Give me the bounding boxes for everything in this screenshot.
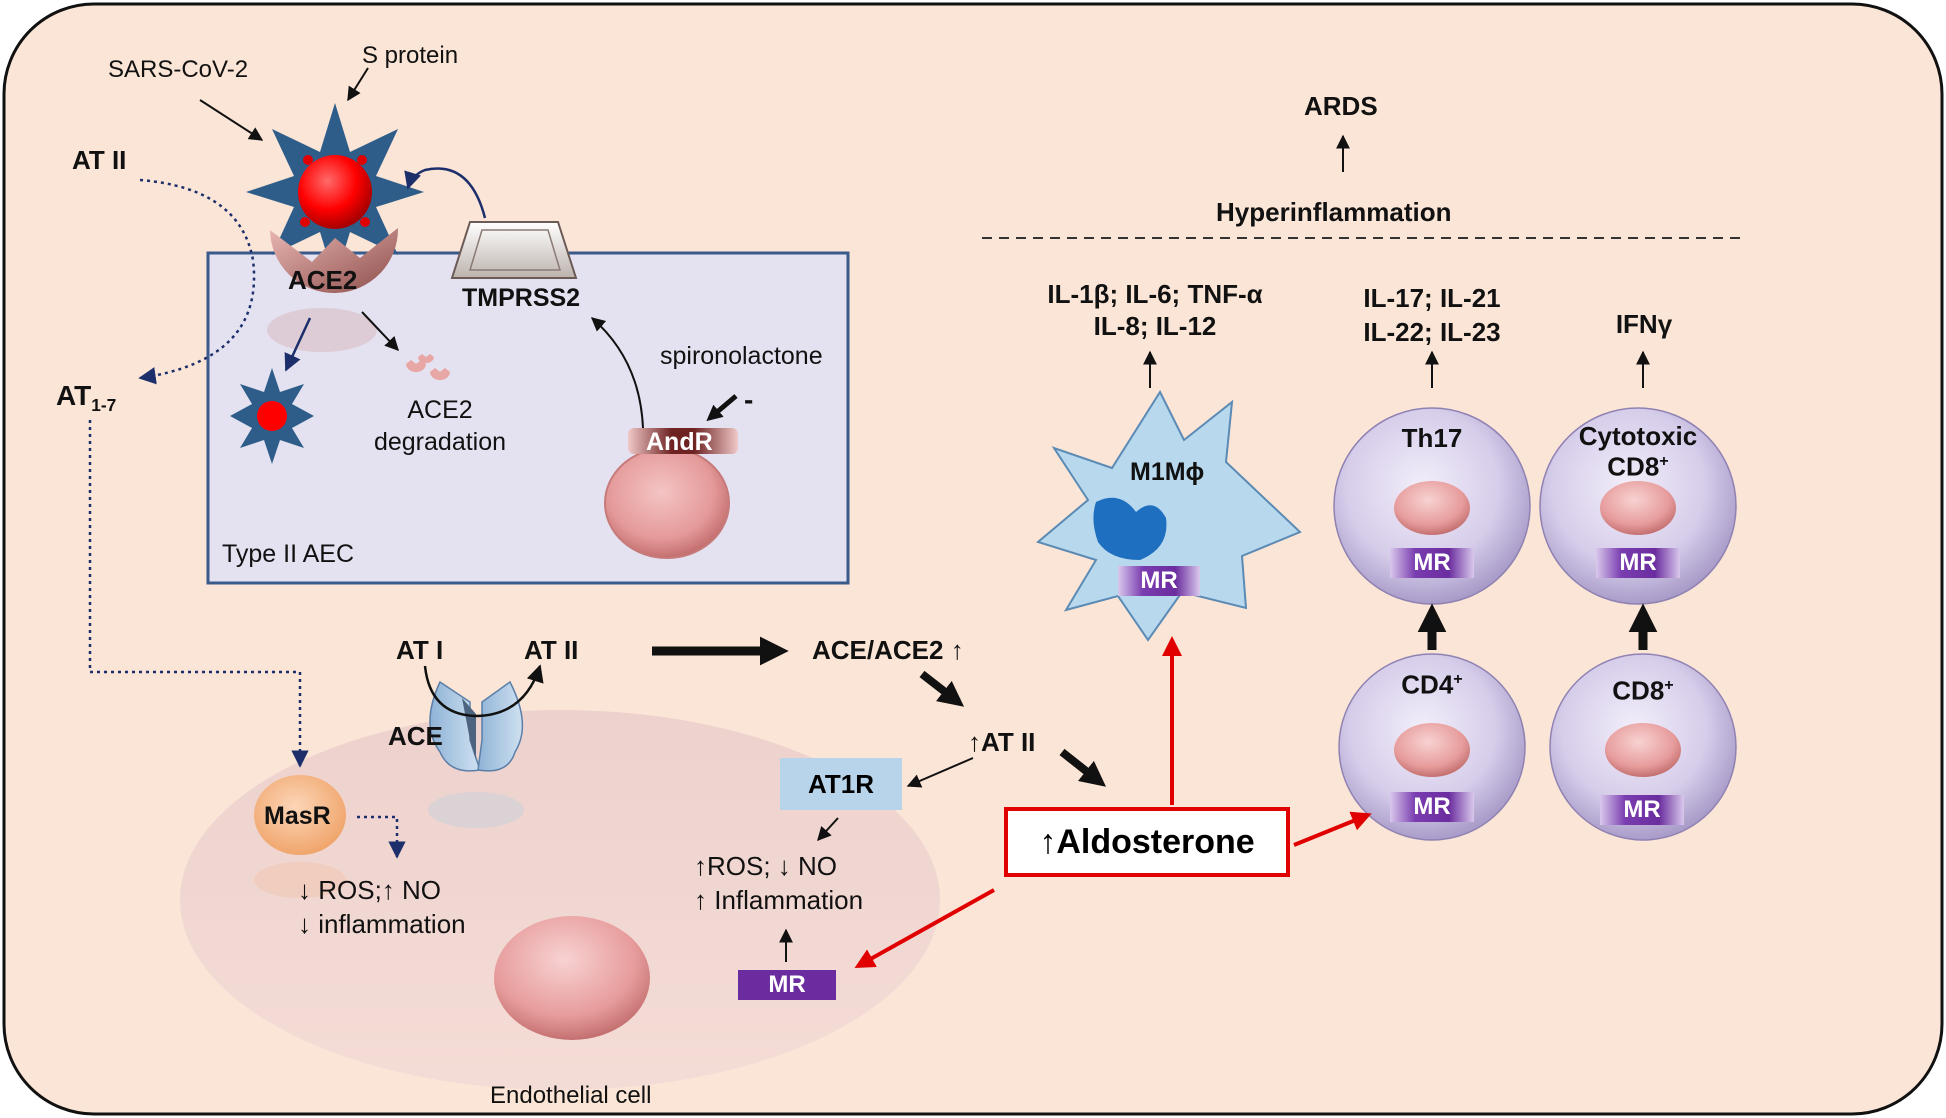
label-m1-cytokines-1: IL-1β; IL-6; TNF-α — [1047, 279, 1263, 309]
label-ards: ARDS — [1304, 91, 1378, 121]
th17-cell — [1333, 407, 1531, 605]
label-cd8-plus: + — [1664, 676, 1674, 694]
mr-tag-cytotoxic: MR — [1596, 548, 1680, 578]
label-at17: AT1-7 — [56, 380, 116, 416]
label-at1r-effects-2: ↑ Inflammation — [694, 885, 864, 915]
label-at17-sub: 1-7 — [91, 395, 117, 416]
mr-tag-cd4: MR — [1390, 792, 1474, 822]
label-sars-cov-2: SARS-CoV-2 — [108, 56, 249, 83]
arrow-ace2-to-virus — [284, 317, 312, 372]
arrow-spironolactone-inhibit — [706, 394, 738, 422]
label-m1-macrophage: M1Mϕ — [1130, 458, 1205, 486]
endothelial-nucleus — [494, 916, 650, 1040]
label-cd4-plus: + — [1453, 670, 1463, 688]
arrow-at2-to-at17 — [138, 178, 256, 385]
virus-icon — [246, 103, 424, 281]
label-ace2-degradation-2: degradation — [373, 428, 507, 456]
arrow-aldosterone-to-cd4 — [1293, 811, 1372, 847]
label-at1: AT I — [396, 635, 444, 665]
mr-tag-endothelial: MR — [738, 970, 836, 1000]
label-cd4: CD4+ — [1372, 670, 1492, 701]
cd8-cell — [1549, 653, 1737, 841]
label-masr-effects-2: ↓ inflammation — [298, 909, 466, 939]
mr-tag-cd8: MR — [1600, 795, 1684, 825]
label-spironolactone: spironolactone — [660, 342, 823, 370]
label-type2-aec: Type II AEC — [222, 540, 355, 568]
label-at2-left: AT II — [72, 145, 127, 175]
label-cytotoxic-2: CD8+ — [1562, 452, 1714, 483]
label-cd8: CD8+ — [1583, 676, 1703, 707]
label-th17-cytokines-2: IL-22; IL-23 — [1363, 317, 1501, 347]
ace2-receptor-icon — [267, 228, 399, 352]
arrow-tmprss2-to-spike — [404, 167, 487, 219]
label-masr: MasR — [264, 802, 331, 830]
label-ace2-degradation-1: ACE2 — [407, 396, 473, 424]
label-th17-cytokines-1: IL-17; IL-21 — [1363, 283, 1501, 313]
label-ace: ACE — [388, 721, 443, 751]
label-cytotoxic-1: Cytotoxic — [1578, 421, 1698, 451]
arrow-sars-to-virus — [199, 99, 264, 141]
label-masr-effects-1: ↓ ROS;↑ NO — [298, 875, 442, 905]
label-tmprss2: TMPRSS2 — [462, 284, 581, 312]
arrow-andr-to-tmprss2 — [590, 317, 644, 429]
label-at2-up: ↑AT II — [968, 727, 1036, 757]
aldosterone-box: ↑Aldosterone — [1004, 807, 1290, 877]
arrow-aldosterone-to-mr — [854, 888, 995, 968]
label-s-protein: S protein — [362, 42, 459, 69]
arrow-ace-ace2-to-at2 — [919, 670, 965, 707]
small-virus-icon — [230, 368, 314, 464]
cytotoxic-cell — [1539, 407, 1737, 605]
label-minus: - — [744, 384, 754, 415]
arrow-at1-to-at2 — [423, 664, 544, 718]
label-cd8-cytotoxic: CD8 — [1607, 451, 1660, 482]
label-ace-ace2: ACE/ACE2 ↑ — [812, 635, 964, 665]
masr-receptor — [254, 775, 346, 855]
andr-cell-icon — [604, 428, 738, 559]
tmprss2-icon — [450, 221, 578, 279]
arrow-at17-to-masr — [88, 420, 309, 768]
mr-tag-th17: MR — [1390, 548, 1474, 578]
label-cd8-text: CD8 — [1612, 675, 1665, 706]
arrow-at1r-to-effects — [817, 817, 839, 842]
mr-tag-macrophage: MR — [1118, 566, 1200, 596]
arrow-ace2-to-degradation — [361, 311, 399, 352]
at1r-receptor: AT1R — [780, 758, 902, 810]
arrow-at2-to-at1r — [906, 757, 974, 788]
type2-aec-box — [206, 251, 850, 585]
label-cd8-cytotoxic-plus: + — [1659, 452, 1669, 470]
macrophage-cell — [1035, 389, 1302, 642]
ace2-fragments-icon — [406, 354, 450, 380]
label-at17-main: AT — [56, 380, 92, 411]
label-endothelial-cell: Endothelial cell — [490, 1082, 652, 1109]
label-th17: Th17 — [1401, 423, 1463, 453]
masr-shadow — [254, 862, 346, 898]
label-cd4-text: CD4 — [1401, 669, 1454, 700]
arrow-at2-to-aldosterone — [1059, 748, 1107, 787]
label-andr: AndR — [646, 428, 713, 456]
label-m1-cytokines-2: IL-8; IL-12 — [1093, 311, 1217, 341]
label-at1r-effects-1: ↑ROS; ↓ NO — [694, 851, 838, 881]
cd4-cell — [1338, 653, 1526, 841]
label-ace2: ACE2 — [288, 265, 358, 295]
label-ifn-gamma: IFNγ — [1615, 309, 1673, 339]
label-at2-mid: AT II — [524, 635, 579, 665]
arrow-sprotein-to-virus — [347, 67, 369, 102]
label-hyperinflammation: Hyperinflammation — [1216, 197, 1452, 227]
